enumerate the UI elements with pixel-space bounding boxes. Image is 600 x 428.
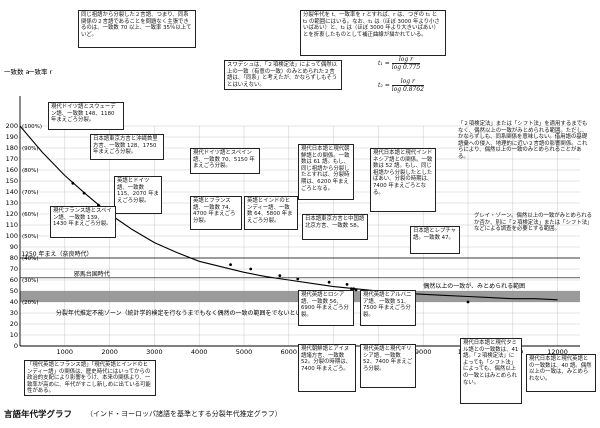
data-point <box>229 263 232 266</box>
data-point <box>466 300 470 304</box>
note-english-albanian: 現代英語とアルバニア語、一致数 51、7500 年まえごろ分裂。 <box>360 290 416 326</box>
y-tick-label: 140 <box>6 188 18 196</box>
reference-line-label: 邪馬台国時代 <box>74 270 110 278</box>
note-japanese-irish: 現代朝鮮語とアイヌ語諸方言、一致数 52。分裂の時期は、7400 年まえごろ。 <box>298 344 356 392</box>
y-tick-label: 0 <box>14 342 18 350</box>
formula-t1-den: log 0.775 <box>391 63 421 71</box>
x-tick-label: 5000 <box>236 348 253 356</box>
y-tick-label: 120 <box>6 210 18 218</box>
data-point <box>249 267 253 271</box>
data-point <box>82 191 86 195</box>
data-point <box>71 181 75 185</box>
x-tick-label: 4000 <box>191 348 208 356</box>
formula-t1-label: t₁ = <box>378 60 390 67</box>
reference-line-label: 1250 年まえ（奈良時代） <box>21 250 92 258</box>
x-tick-label: 3000 <box>146 348 163 356</box>
y-tick-label: 10 <box>10 331 18 339</box>
note-top: 同じ祖語から分裂した２言語、つまり、同系関係の２言語であることを問題なく主張でき… <box>78 10 196 48</box>
y-tick-label: 180 <box>6 144 18 152</box>
y-tick-label: 70 <box>10 265 18 273</box>
note-binomial: 「２項検定法」または「シフト法」を適用するまでもなく、偶然以上の一致がみとめられ… <box>458 121 588 160</box>
formula-t1: t₁ = log r log 0.775 <box>378 56 421 71</box>
note-english-greek: 現代英語と現代ギリシア語、一致数 52、7400 年まえごろ分裂。 <box>360 344 416 388</box>
y-tick-label: 110 <box>6 221 18 229</box>
y-tick-label: 150 <box>6 177 18 185</box>
data-point <box>354 288 358 292</box>
data-point <box>352 287 356 291</box>
note-french-spanish: 現代フランス語とスペイン語、一致数 139、1430 年まえごろ分裂。 <box>50 206 116 238</box>
note-japanese-lepcha: 日本語とレプチャ語。一致数 47。 <box>410 226 460 254</box>
note-japanese-korean: 現代日本語と現代朝鮮語との関係。一致数は 61 語。もし、同じ祖語から分裂したと… <box>298 144 354 200</box>
x-tick-label: 2000 <box>101 348 118 356</box>
formula-t2-den: log 0.8762 <box>391 85 424 93</box>
note-bottom-left: 「現代英語とフランス語」「現代英語とインドのヒンディー語」の関係は、歴史時代には… <box>24 360 156 396</box>
data-point <box>350 287 353 291</box>
y-axis-title-right: 一致率 r <box>28 67 53 76</box>
formula-t2-label: t₂ = <box>378 82 390 89</box>
data-point <box>296 277 300 281</box>
y-tick-label: 160 <box>6 166 18 174</box>
x-tick-label: 1000 <box>57 348 74 356</box>
percent-tick-label: (70%) <box>22 190 39 196</box>
y-tick-label: 130 <box>6 199 18 207</box>
percent-tick-label: (40%) <box>22 256 39 262</box>
note-swadesh: スワデシュは、「２項検定法」によって偶然以上の一致（有意の一致）のみとめられた２… <box>224 60 342 90</box>
note-english-french: 英語とフランス語、一致数 74、4700 年まえごろ分裂。 <box>190 196 242 230</box>
y-tick-label: 90 <box>10 243 18 251</box>
note-formula: 分裂年代を t、一致率を r とすれば、r は、つぎの t₁ と t₂ の範囲に… <box>300 10 446 56</box>
y-tick-label: 50 <box>10 287 18 295</box>
x-tick-label: 12000 <box>547 348 568 356</box>
y-tick-label: 170 <box>6 155 18 163</box>
y-tick-label: 200 <box>6 122 18 130</box>
note-tokyo-chinese: 日本語東京方言と中国語北京方言、一致数 58。 <box>302 214 368 240</box>
y-tick-label: 30 <box>10 309 18 317</box>
y-tick-label: 80 <box>10 254 18 262</box>
note-japanese-basque: 現代日本語と現代英語との一致数は、40 語。偶然以上の一致は、みとめられない。 <box>526 354 596 392</box>
page-title: 言語年代学グラフ <box>4 410 73 420</box>
percent-tick-label: (100%) <box>22 124 42 130</box>
data-point <box>327 280 331 284</box>
note-japanese-indonesian: 現代日本語と現代インドネシア語との関係。一致数は 52 語。もし、同じ祖語から分… <box>370 148 436 212</box>
formula-t1-num: log r <box>398 56 413 63</box>
data-point <box>345 283 349 286</box>
formula-t2-num: log r <box>400 78 415 85</box>
note-tokyo-okinawa: 日本語東京方言と沖縄首里方言、一致数 128、1750 年まえごろ分裂。 <box>90 134 164 160</box>
percent-tick-label: (20%) <box>22 300 39 306</box>
y-tick-label: 190 <box>6 133 18 141</box>
zone-label: 分裂年代推定不能ゾーン（統計学的検定を行なうまでもなく偶然の一致の範囲をでないと… <box>56 309 326 317</box>
percent-tick-label: (90%) <box>22 146 39 152</box>
chance-band-label: 偶然以上の一致が、みとめられる範囲 <box>423 282 525 290</box>
note-english-russian: 現代英語とロシア語、一致数 56、6900 年まえごろ分裂。 <box>298 290 354 326</box>
x-tick-label: 9000 <box>415 348 432 356</box>
note-german-spanish: 現代ドイツ語とスペイン語、一致数 70、5150 年まえごろ分裂。 <box>190 148 260 174</box>
y-tick-label: 20 <box>10 320 18 328</box>
x-tick-label: 6000 <box>281 348 298 356</box>
y-tick-label: 40 <box>10 298 18 306</box>
data-point <box>97 203 100 207</box>
data-point <box>278 274 282 277</box>
note-english-hindi: 英語とインドのヒンディー語、一致数 64、5800 年まえごろ分裂。 <box>244 196 298 230</box>
formula-t2: t₂ = log r log 0.8762 <box>378 78 424 93</box>
note-english-german: 英語とドイツ語、一致数 115、2070 年まえごろ分裂。 <box>114 176 162 214</box>
note-japanese-tamil: 現代日本語と現代タミル語との一致数は、41 語。「２項検定法」によっても「シフト… <box>460 338 522 404</box>
note-grey-zone: グレイ・ゾーン。偶然以上の一致がみとめられるか否か、別に「２項検定法」または「シ… <box>474 213 593 233</box>
percent-tick-label: (80%) <box>22 168 39 174</box>
y-axis-title-left: 一致数 a <box>4 67 30 76</box>
page-subtitle: （インド・ヨーロッパ諸語を基準とする分裂年代推定グラフ） <box>86 410 282 418</box>
y-tick-label: 100 <box>6 232 18 240</box>
percent-tick-label: (60%) <box>22 212 39 218</box>
percent-tick-label: (50%) <box>22 234 39 240</box>
percent-tick-label: (30%) <box>22 278 39 284</box>
note-german-swedish: 現代ドイツ語とスウェーデン語、一致数 148、1180 年まえごろ分裂。 <box>48 102 124 130</box>
y-tick-label: 60 <box>10 276 18 284</box>
